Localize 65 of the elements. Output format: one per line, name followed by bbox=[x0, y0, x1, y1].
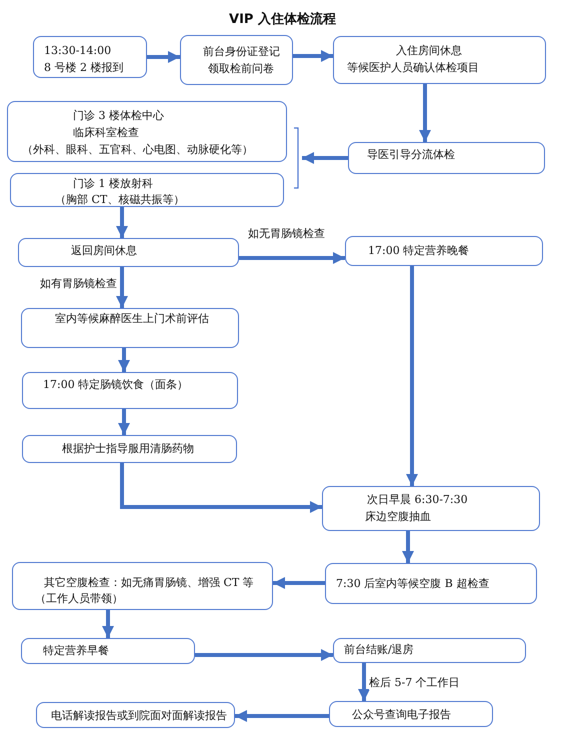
arrow bbox=[358, 663, 370, 701]
box-text: 次日早晨 6:30-7:30 bbox=[367, 493, 468, 507]
box-text: 返回房间休息 bbox=[71, 244, 137, 258]
arrow bbox=[235, 710, 329, 722]
process-box bbox=[322, 486, 540, 531]
box-text: 临床科室检查 bbox=[73, 126, 139, 140]
box-text: （胸部 CT、核磁共振等） bbox=[55, 193, 184, 207]
process-box bbox=[12, 562, 273, 610]
process-box bbox=[21, 638, 195, 664]
box-text: 13:30-14:00 bbox=[44, 44, 112, 58]
box-text: 前台身份证登记 bbox=[203, 45, 280, 59]
arrow bbox=[118, 409, 130, 435]
box-text: 床边空腹抽血 bbox=[365, 510, 431, 524]
box-text: 7:30 后室内等候空腹 B 超检查 bbox=[336, 577, 490, 591]
title: VIP 入住体检流程 bbox=[228, 10, 337, 28]
arrow bbox=[118, 348, 130, 372]
box-text: 17:00 特定营养晚餐 bbox=[368, 244, 470, 258]
box-text: 门诊 1 楼放射科 bbox=[73, 177, 153, 191]
box-text: 17:00 特定肠镜饮食（面条） bbox=[43, 378, 188, 392]
process-box bbox=[333, 638, 526, 663]
process-box bbox=[10, 173, 284, 207]
arrow bbox=[293, 50, 333, 62]
edge-label: 检后 5-7 个工作日 bbox=[369, 676, 460, 690]
process-box bbox=[329, 701, 493, 727]
box-text: 室内等候麻醉医生上门术前评估 bbox=[55, 312, 209, 326]
box-text: 8 号楼 2 楼报到 bbox=[44, 61, 124, 75]
edge-label: 如无胃肠镜检查 bbox=[248, 227, 325, 241]
process-box bbox=[345, 236, 543, 266]
box-text: 公众号查询电子报告 bbox=[352, 708, 451, 722]
process-box bbox=[180, 35, 293, 85]
box-text: 前台结账/退房 bbox=[344, 643, 414, 657]
arrow bbox=[302, 152, 348, 164]
box-text: 其它空腹检查：如无痛胃肠镜、增强 CT 等 bbox=[44, 576, 254, 590]
arrow bbox=[273, 577, 325, 589]
process-box bbox=[33, 36, 147, 78]
box-text: 根据护士指导服用清肠药物 bbox=[62, 442, 194, 456]
process-box bbox=[21, 308, 239, 348]
arrow bbox=[239, 252, 345, 264]
arrow bbox=[402, 531, 414, 563]
box-text: 特定营养早餐 bbox=[43, 644, 109, 658]
box-text: 等候医护人员确认体检项目 bbox=[347, 61, 479, 75]
edge-label: 如有胃肠镜检查 bbox=[40, 277, 117, 291]
process-box bbox=[7, 101, 287, 162]
arrow bbox=[116, 267, 128, 308]
arrow bbox=[116, 207, 128, 238]
box-text: 导医引导分流体检 bbox=[367, 148, 455, 162]
process-box bbox=[36, 702, 235, 728]
process-box bbox=[18, 238, 239, 267]
process-box bbox=[22, 372, 238, 409]
arrow bbox=[120, 463, 322, 513]
process-box bbox=[22, 435, 237, 463]
process-box bbox=[333, 36, 546, 84]
process-box bbox=[325, 563, 537, 604]
box-text: （工作人员带领） bbox=[35, 592, 123, 606]
box-text: 入住房间休息 bbox=[396, 44, 462, 58]
box-text: 电话解读报告或到院面对面解读报告 bbox=[51, 709, 227, 723]
arrow bbox=[406, 266, 418, 486]
arrow bbox=[147, 51, 180, 63]
arrow bbox=[419, 84, 431, 142]
arrow bbox=[102, 610, 114, 638]
box-text: （外科、眼科、五官科、心电图、动脉硬化等） bbox=[22, 143, 253, 157]
process-box bbox=[348, 142, 545, 174]
box-text: 门诊 3 楼体检中心 bbox=[73, 109, 164, 123]
arrow bbox=[195, 649, 333, 661]
box-text: 领取检前问卷 bbox=[208, 62, 274, 76]
